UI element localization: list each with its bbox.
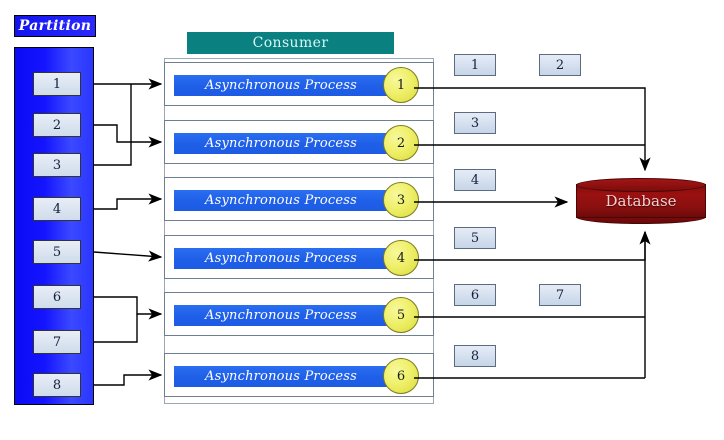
process-label: Asynchronous Process [174,366,388,387]
database-label: Database [605,192,677,210]
message-box-3[interactable]: 3 [454,112,496,134]
process-index-circle-6: 6 [383,358,419,394]
message-box-7[interactable]: 7 [539,284,581,306]
database-top-ellipse [576,178,706,192]
wire-p7-merge-proc5 [94,314,138,343]
process-index-circle-2: 2 [383,125,419,161]
message-box-6[interactable]: 6 [454,284,496,306]
process-label: Asynchronous Process [174,248,388,269]
process-index-circle-3: 3 [383,182,419,218]
message-box-1[interactable]: 1 [454,54,496,76]
wire-p6-to-proc5 [94,296,163,320]
partition-box-7[interactable]: 7 [33,330,81,354]
partition-box-4[interactable]: 4 [33,197,81,221]
database-cylinder: Database [576,178,706,224]
process-label: Asynchronous Process [174,133,388,154]
message-box-2[interactable]: 2 [539,54,581,76]
partition-box-2[interactable]: 2 [33,113,81,137]
partition-box-6[interactable]: 6 [33,285,81,309]
wire-proc1-to-db-top [414,87,651,172]
process-label: Asynchronous Process [174,75,388,96]
partition-title: Partition [14,15,96,37]
partition-box-3[interactable]: 3 [33,153,81,177]
partition-box-1[interactable]: 1 [33,72,81,96]
wire-p8-to-proc6 [94,369,163,386]
partition-box-8[interactable]: 8 [33,373,81,397]
process-label: Asynchronous Process [174,305,388,326]
process-label: Asynchronous Process [174,190,388,211]
process-index-circle-1: 1 [383,67,419,103]
message-box-8[interactable]: 8 [454,345,496,367]
process-index-circle-5: 5 [383,297,419,333]
wire-p5-to-proc4 [93,250,163,262]
wire-p4-to-proc3 [94,193,163,210]
partition-box-5[interactable]: 5 [33,240,81,264]
wire-p3-merge-proc1 [94,84,132,166]
consumer-title: Consumer [187,32,394,54]
message-box-5[interactable]: 5 [454,227,496,249]
process-index-circle-4: 4 [383,240,419,276]
consumer-group-box [164,58,434,404]
wire-proc4-to-db-bottom [414,230,651,261]
wire-p2-to-proc2 [94,124,163,148]
message-box-4[interactable]: 4 [454,169,496,191]
